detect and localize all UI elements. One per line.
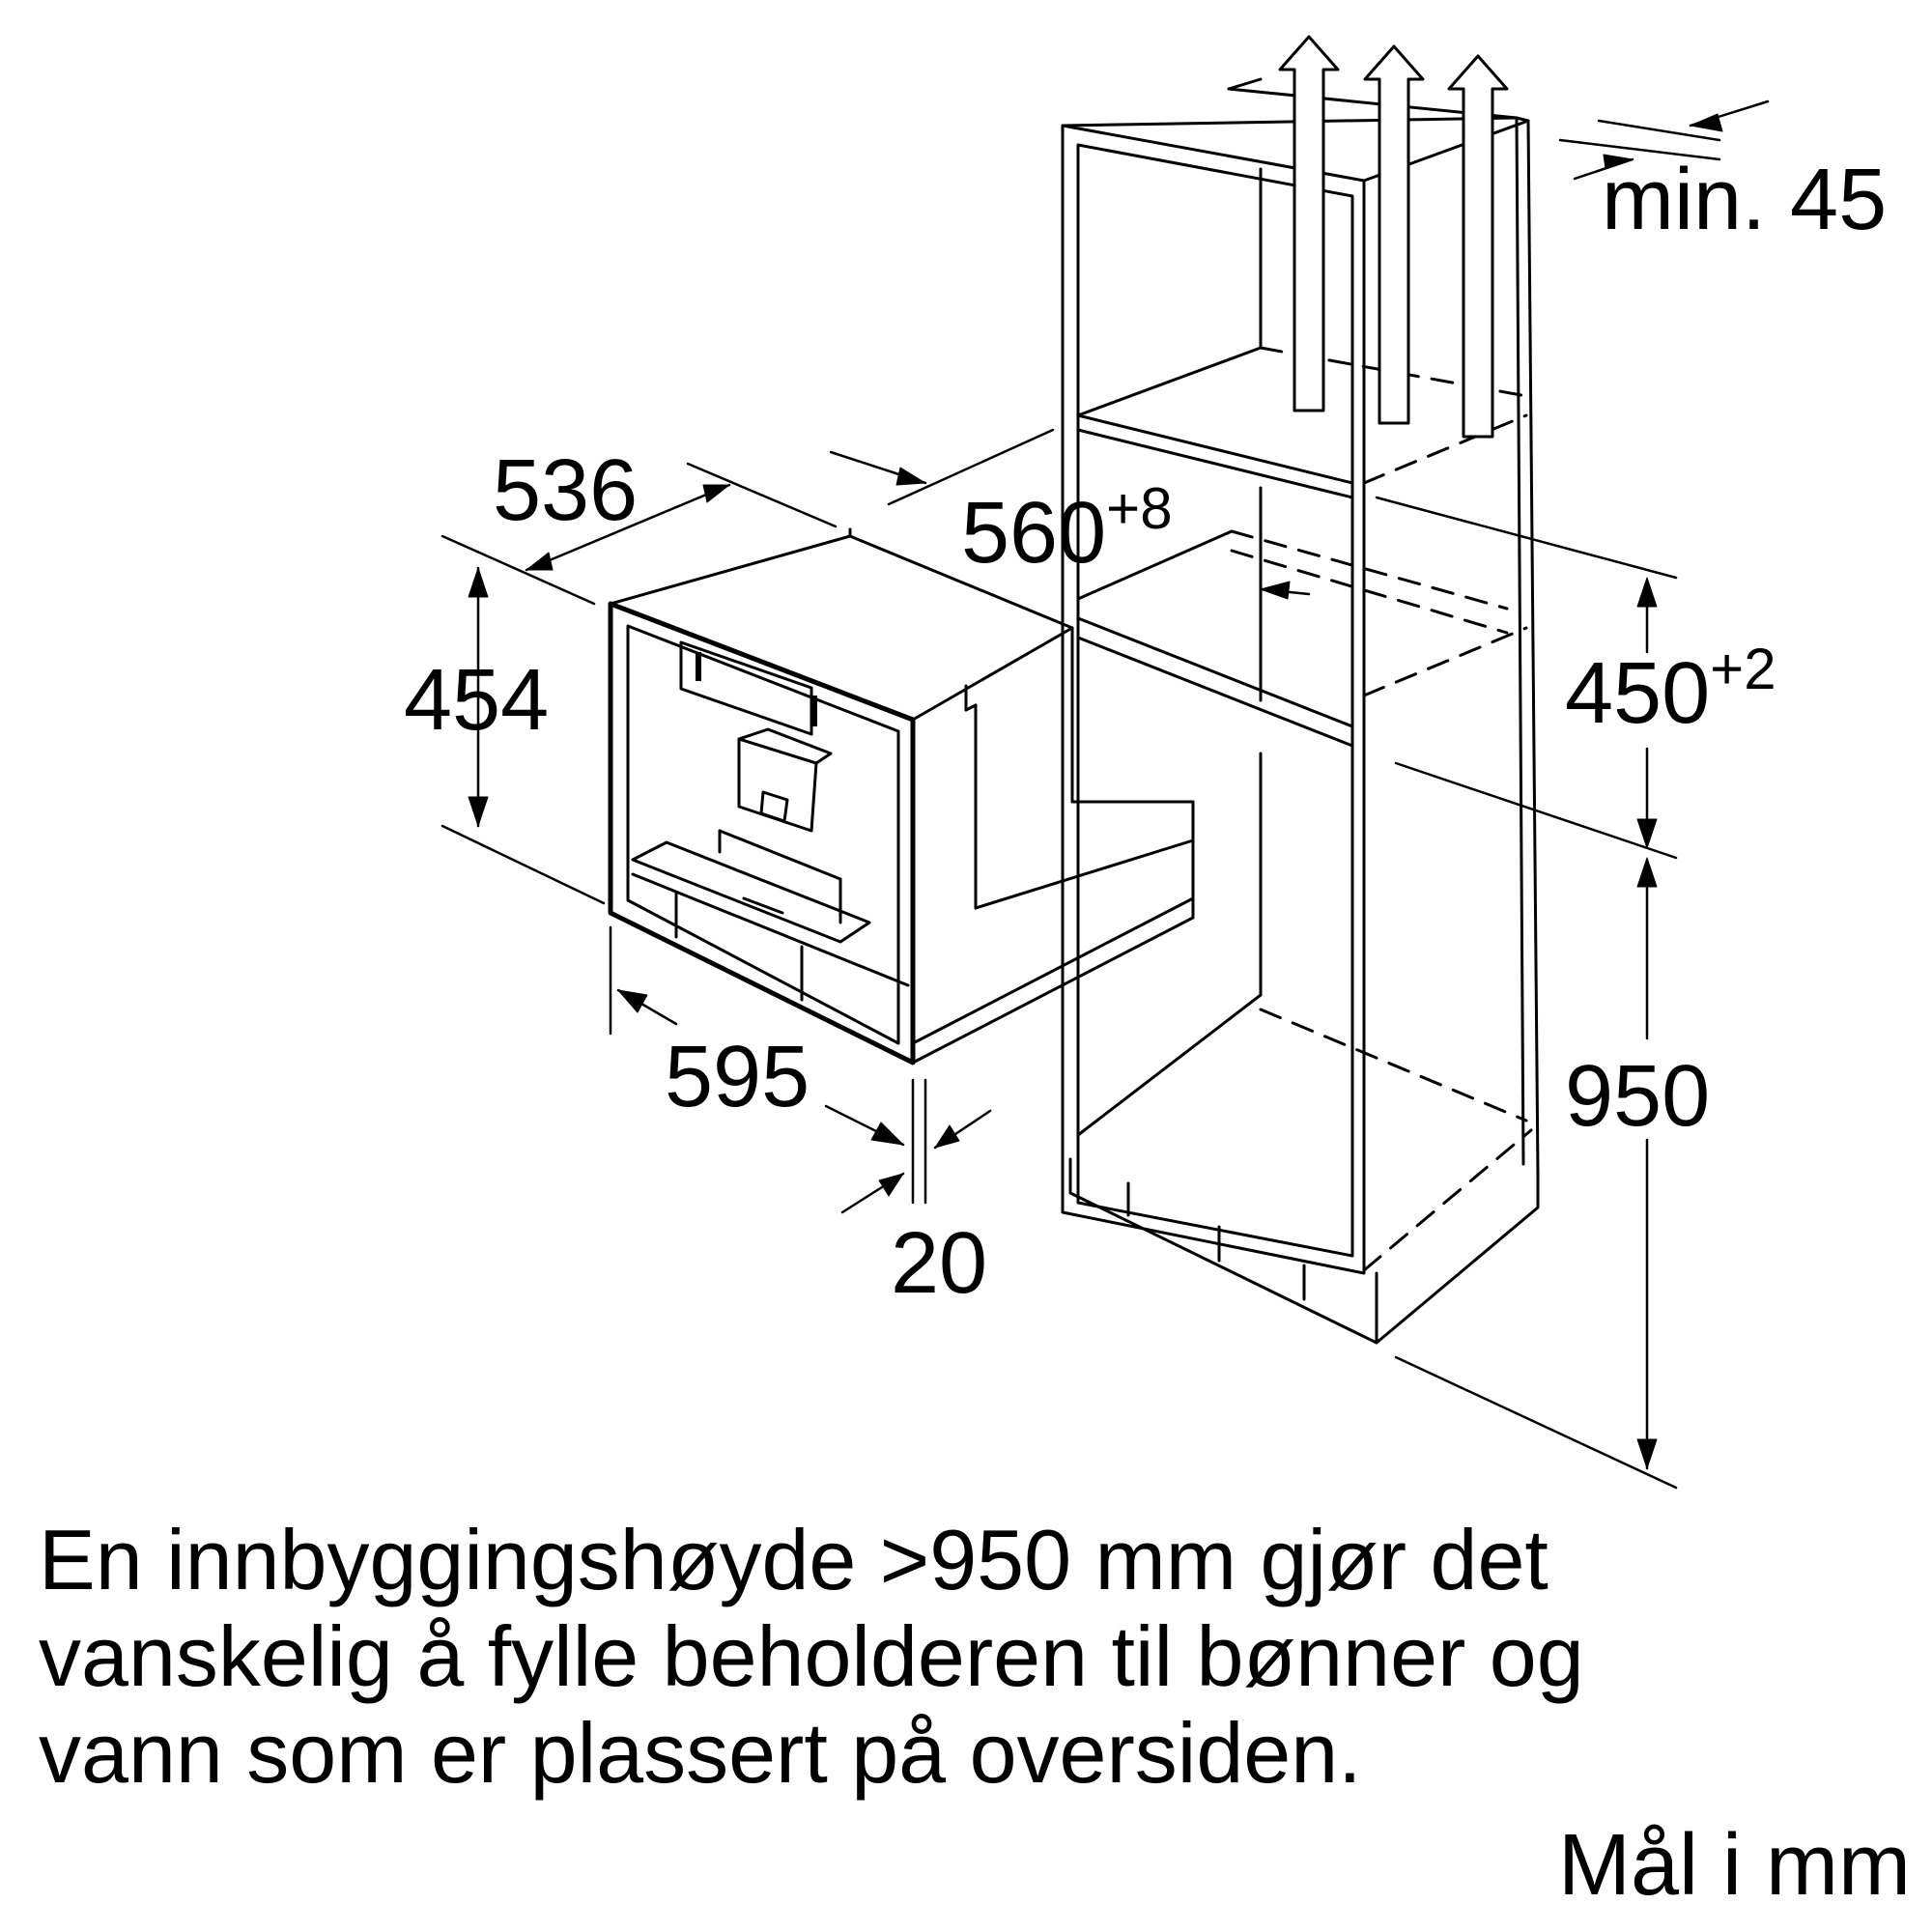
installation-note: En innbyggingshøyde >950 mm gjør det van… xyxy=(39,1512,1874,1802)
label-cabinet-width: 560+8 xyxy=(961,476,1173,582)
label-opening-height-value: 450 xyxy=(1565,645,1710,742)
label-opening-height: 450+2 xyxy=(1565,637,1776,742)
label-ventilation-gap: min. 45 xyxy=(1602,152,1887,248)
dimension-arrowheads xyxy=(468,113,1723,1469)
dimension-lines xyxy=(440,99,1770,1490)
installation-note-line-1: En innbyggingshøyde >950 mm gjør det xyxy=(39,1512,1548,1607)
label-cabinet-width-value: 560 xyxy=(961,485,1106,582)
label-niche-height: 454 xyxy=(404,652,549,749)
label-front-offset: 20 xyxy=(891,1215,987,1312)
label-niche-depth: 536 xyxy=(493,442,638,539)
installation-note-line-2: vanskelig å fylle beholderen til bønner … xyxy=(39,1608,1584,1704)
ventilation-arrows xyxy=(1278,35,1509,439)
installation-note-line-3: vann som er plassert på oversiden. xyxy=(39,1705,1362,1801)
units-note: Mål i mm xyxy=(1558,1817,1911,1914)
label-install-height: 950 xyxy=(1565,1048,1710,1145)
tall-cabinet xyxy=(1061,77,1540,1345)
label-opening-height-tolerance: +2 xyxy=(1710,637,1776,701)
label-cabinet-width-tolerance: +8 xyxy=(1106,476,1172,541)
label-width: 595 xyxy=(665,1029,810,1125)
coffee-machine xyxy=(608,527,1195,1065)
